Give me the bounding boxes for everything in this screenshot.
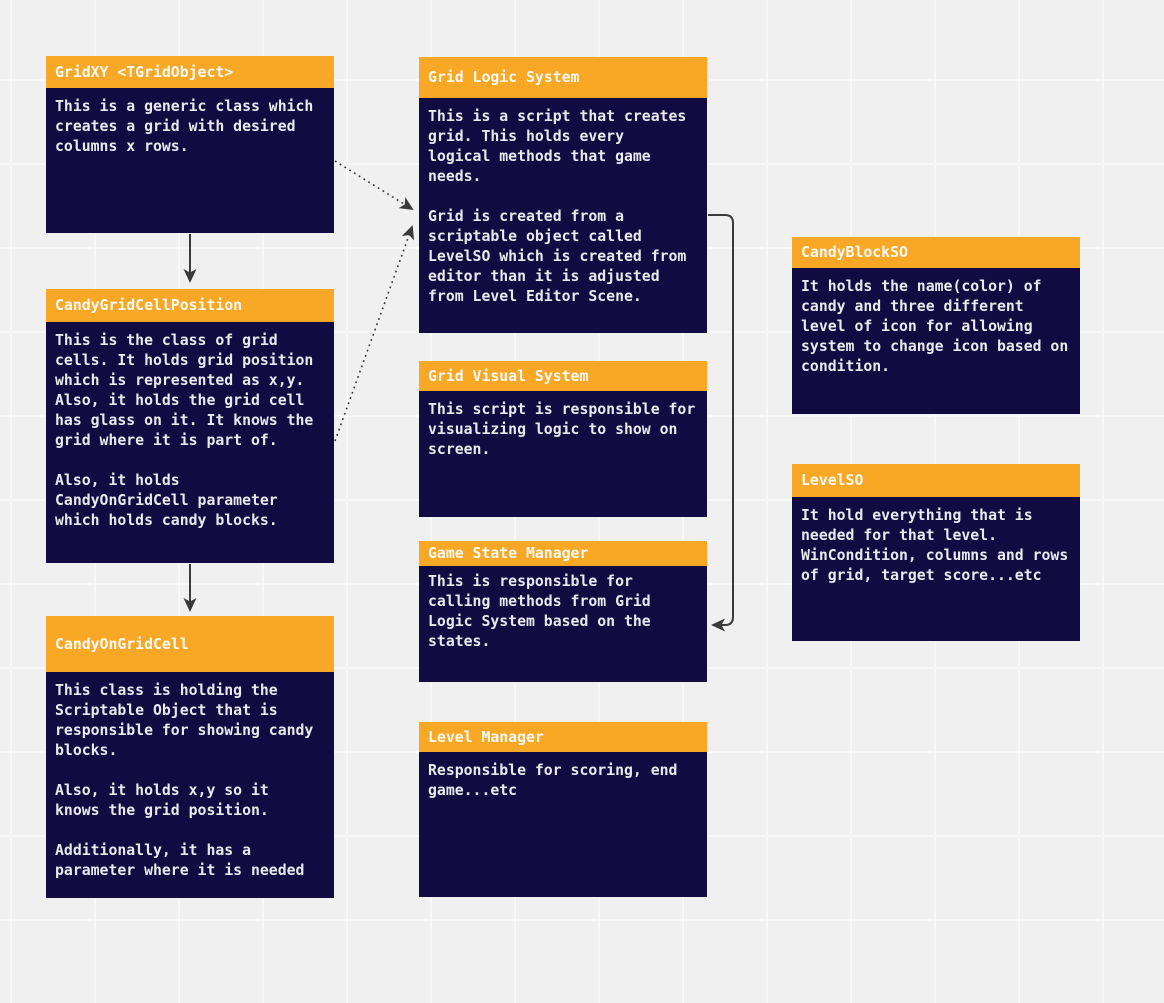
node-gridvisualsystem[interactable]: Grid Visual System This script is respon… <box>419 361 707 517</box>
node-candygridcellposition-header: CandyGridCellPosition <box>46 289 334 322</box>
node-gamestatemanager-header: Game State Manager <box>419 541 707 566</box>
node-candyblockso-body: It holds the name(color) of candy and th… <box>801 278 1069 375</box>
node-levelso-header: LevelSO <box>792 464 1080 497</box>
node-gridvisualsystem-body: This script is responsible for visualizi… <box>428 401 696 458</box>
node-gridxy[interactable]: GridXY <TGridObject> This is a generic c… <box>46 56 334 233</box>
node-candyblockso[interactable]: CandyBlockSO It holds the name(color) of… <box>792 237 1080 414</box>
node-candyongridcell-header: CandyOnGridCell <box>46 616 334 672</box>
node-gridlogicsystem-header: Grid Logic System <box>419 57 707 98</box>
node-gridlogicsystem-body: This is a script that creates grid. This… <box>428 108 687 305</box>
node-gridxy-body: This is a generic class which creates a … <box>55 98 314 155</box>
node-candygridcellposition[interactable]: CandyGridCellPosition This is the class … <box>46 289 334 563</box>
node-title: Game State Manager <box>428 545 589 562</box>
node-gridlogicsystem[interactable]: Grid Logic System This is a script that … <box>419 57 707 333</box>
node-title: CandyOnGridCell <box>55 635 189 653</box>
node-title: Grid Visual System <box>428 367 589 385</box>
connector-candygridcellposition-to-gridlogicsystem-dotted[interactable] <box>334 225 415 442</box>
node-levelmanager-header: Level Manager <box>419 722 707 752</box>
node-title: Level Manager <box>428 728 544 746</box>
node-levelmanager-body: Responsible for scoring, end game...etc <box>428 762 678 799</box>
node-title: CandyGridCellPosition <box>55 297 243 314</box>
node-levelso-body: It hold everything that is needed for th… <box>801 507 1069 584</box>
node-levelso[interactable]: LevelSO It hold everything that is neede… <box>792 464 1080 641</box>
node-gridxy-header: GridXY <TGridObject> <box>46 56 334 88</box>
node-gridvisualsystem-header: Grid Visual System <box>419 361 707 391</box>
node-candyblockso-header: CandyBlockSO <box>792 237 1080 268</box>
node-levelmanager[interactable]: Level Manager Responsible for scoring, e… <box>419 722 707 897</box>
connector-gridxy-to-gridlogicsystem-dotted[interactable] <box>334 160 414 211</box>
node-title: Grid Logic System <box>428 69 580 86</box>
node-candyongridcell-body: This class is holding the Scriptable Obj… <box>55 682 314 879</box>
node-gamestatemanager-body: This is responsible for calling methods … <box>428 573 651 650</box>
node-title: GridXY <TGridObject> <box>55 63 234 81</box>
node-gamestatemanager[interactable]: Game State Manager This is responsible f… <box>419 541 707 682</box>
node-candygridcellposition-body: This is the class of grid cells. It hold… <box>55 332 314 529</box>
node-title: LevelSO <box>801 472 864 489</box>
node-candyongridcell[interactable]: CandyOnGridCell This class is holding th… <box>46 616 334 898</box>
connector-gridlogicsystem-to-gamestatemanager[interactable] <box>708 214 734 632</box>
node-title: CandyBlockSO <box>801 244 908 261</box>
